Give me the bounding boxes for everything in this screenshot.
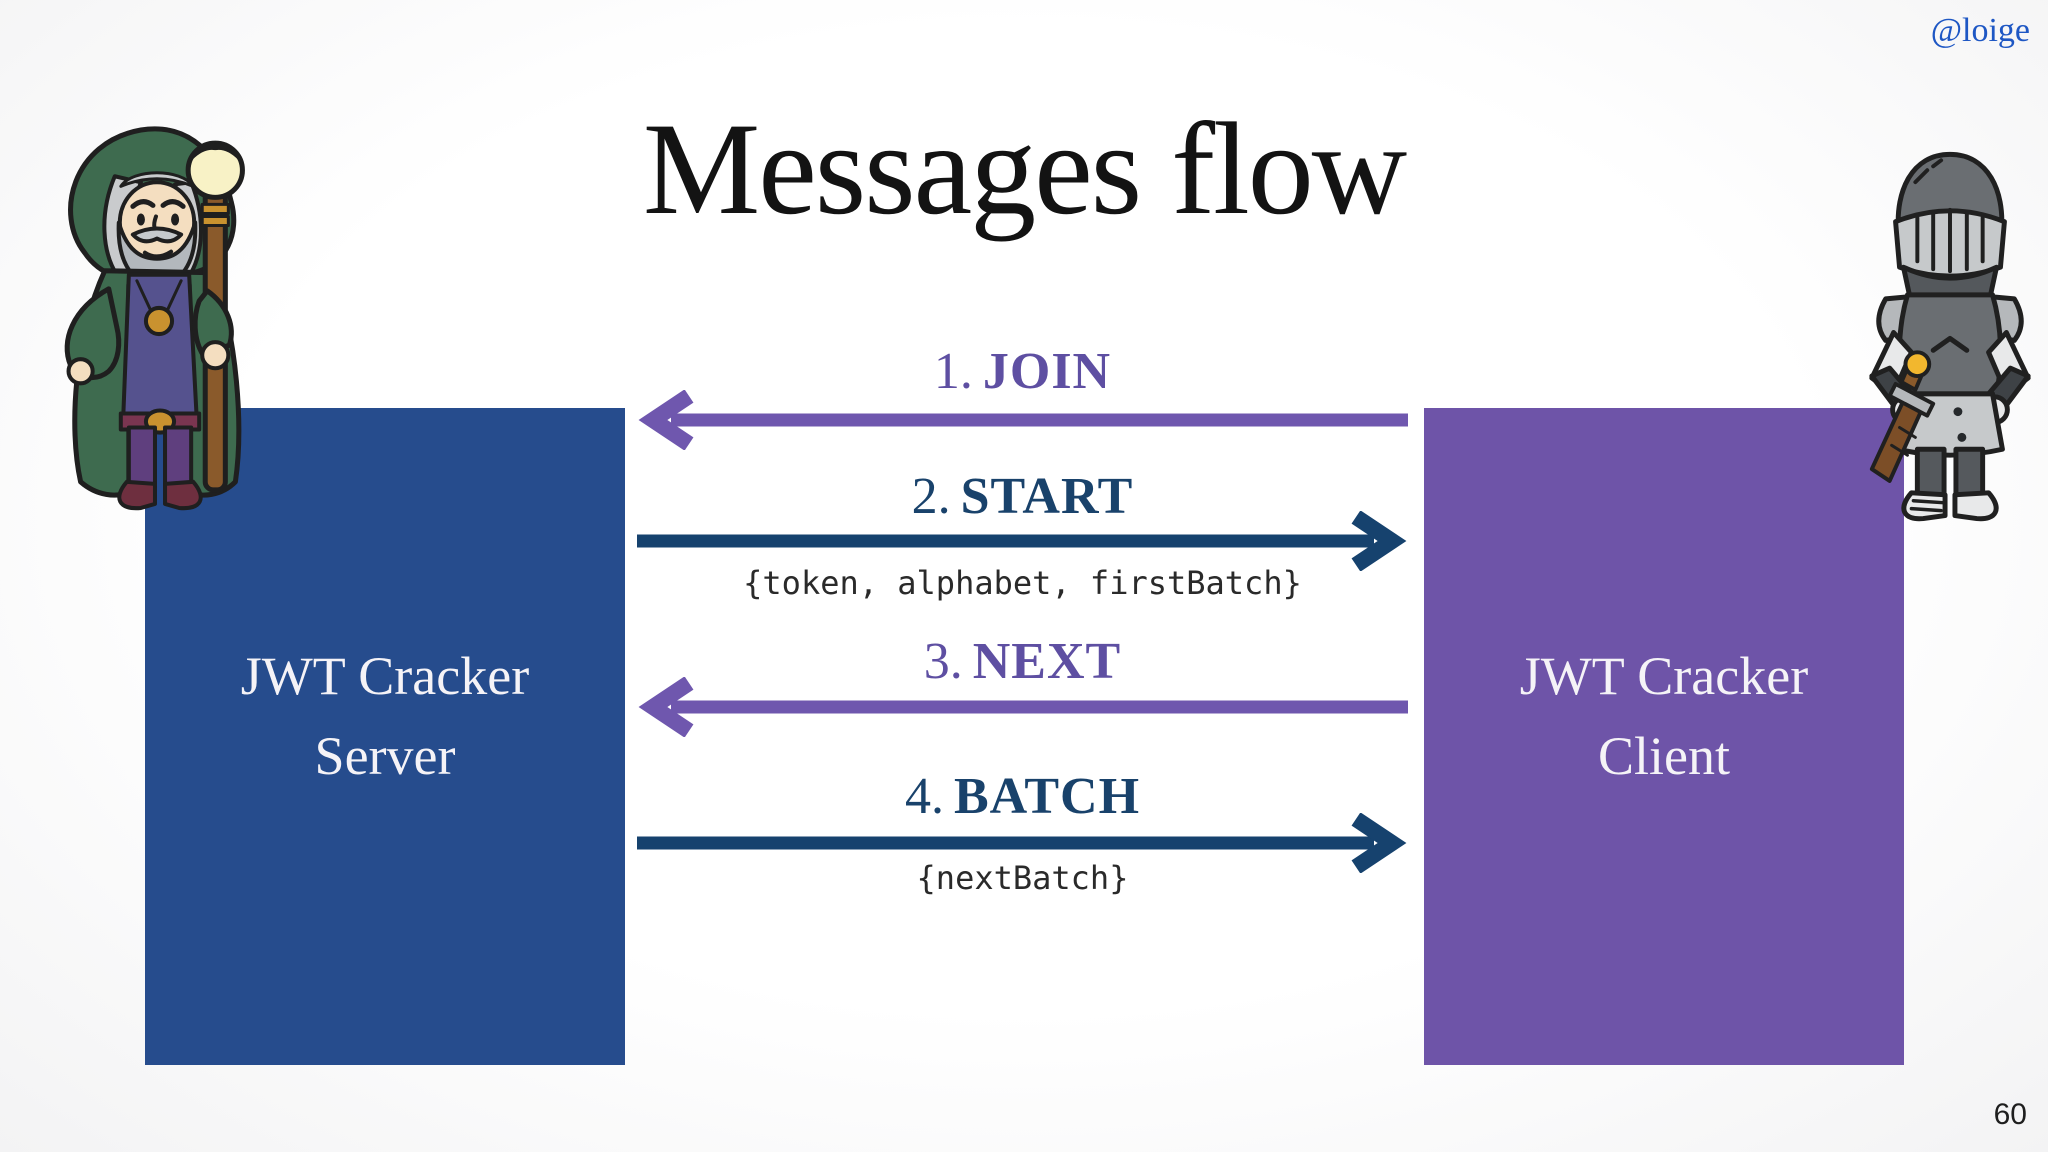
knight-character-illustration: [1869, 151, 2031, 522]
batch-arrow-right-icon: [637, 813, 1407, 873]
page-number: 60: [1993, 1098, 2027, 1131]
message-number: 1.: [933, 343, 973, 400]
sword-icon: [1869, 350, 1936, 483]
author-handle: @loige: [1930, 12, 2030, 49]
message-name: NEXT: [972, 633, 1122, 690]
staff-icon: [185, 140, 245, 493]
server-box: JWT Cracker Server: [145, 408, 625, 1065]
server-box-label-line1: JWT Cracker: [240, 646, 530, 706]
message-number: 2.: [911, 468, 951, 525]
message-name: JOIN: [982, 343, 1112, 400]
join-arrow-left-icon: [638, 390, 1408, 450]
message-label-join: 1.JOIN: [637, 344, 1408, 400]
message-name: BATCH: [953, 768, 1141, 825]
message-label-start: 2.START: [637, 469, 1408, 525]
batch-payload: {nextBatch}: [916, 859, 1129, 897]
next-arrow-left-icon: [638, 677, 1408, 737]
message-number: 4.: [904, 768, 944, 825]
slide-title: Messages flow: [642, 95, 1407, 242]
start-payload: {token, alphabet, firstBatch}: [743, 564, 1302, 602]
message-number: 3.: [923, 633, 963, 690]
wizard-character-illustration: [64, 126, 245, 511]
server-box-label-line2: Server: [314, 726, 456, 786]
client-box-label-line1: JWT Cracker: [1519, 646, 1809, 706]
message-label-batch: 4.BATCH: [637, 769, 1408, 825]
client-box: JWT Cracker Client: [1424, 408, 1904, 1065]
client-box-label-line2: Client: [1598, 726, 1730, 786]
message-label-next: 3.NEXT: [637, 634, 1408, 690]
message-name: START: [960, 468, 1134, 525]
start-arrow-right-icon: [637, 511, 1407, 571]
